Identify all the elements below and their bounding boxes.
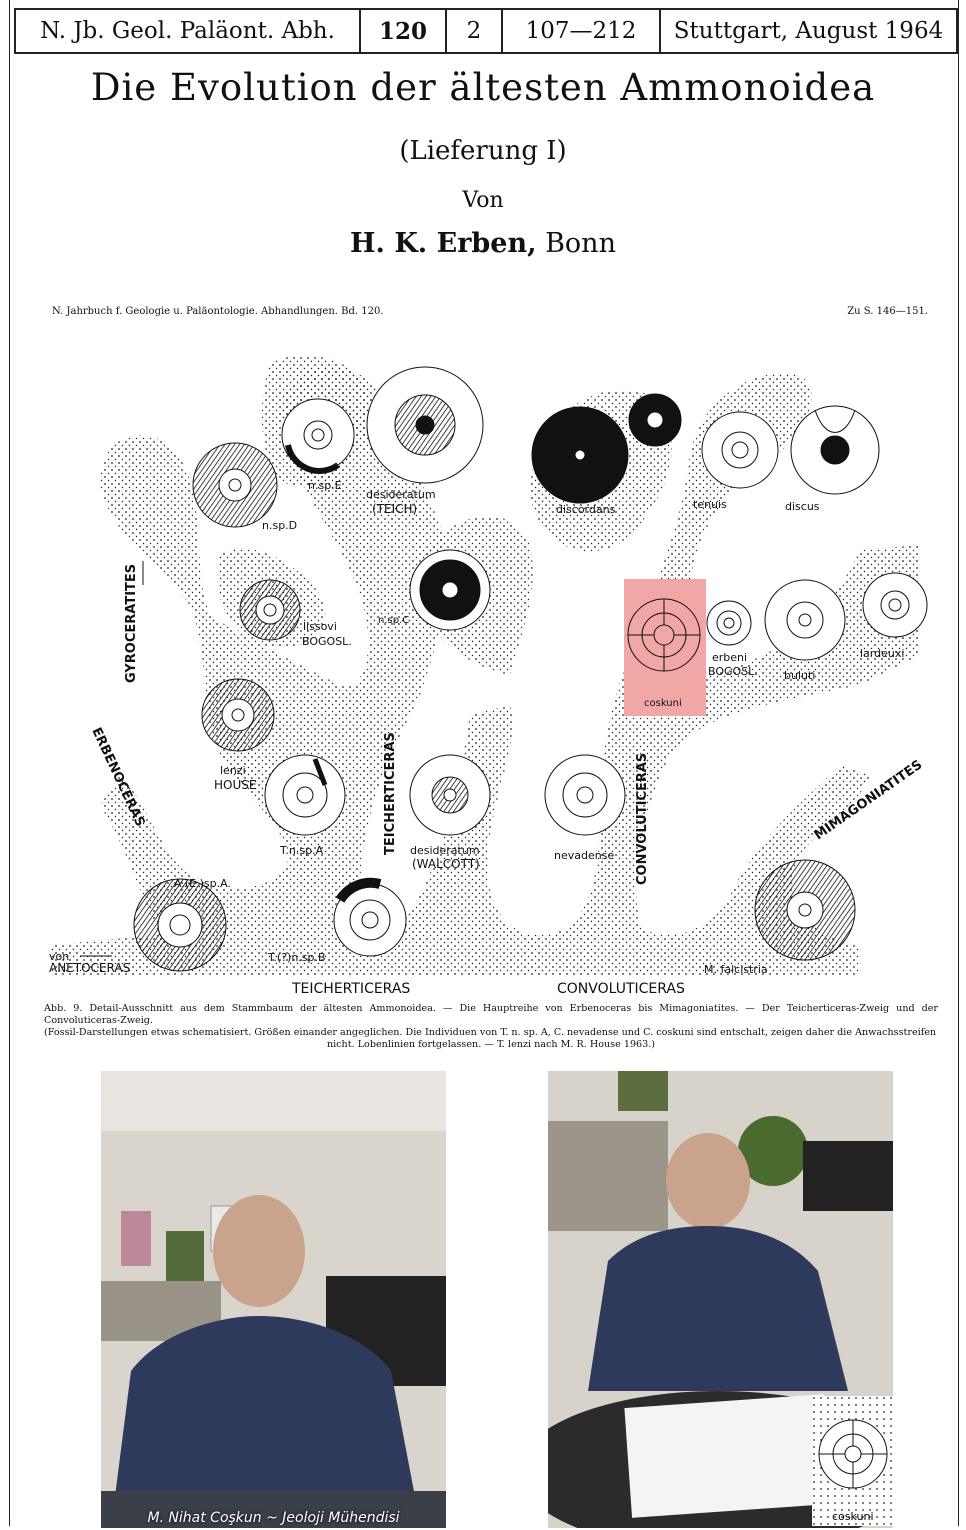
label-lissovi-author: BOGOSL. [302,635,352,648]
sofa [803,1141,893,1211]
label-buluti: buluti [784,669,815,682]
shell-desideratum-teich [367,367,483,483]
shell-tenuis [702,412,778,488]
shell-discordans [532,407,628,503]
label-aesp: A.(E.)sp.A. [174,877,231,890]
caption-line-2: (Fossil-Darstellungen etwas schematisier… [44,1027,938,1039]
shell-erbeni [707,601,751,645]
volume-number: 120 [361,10,447,52]
shell-mfalcistria [755,860,855,960]
label-discordans: discordans [556,503,616,516]
shell-lenzi [202,679,274,751]
paper-title: Die Evolution der ältesten Ammonoidea [0,66,966,109]
label-tnspB: T.(?)n.sp.B [267,951,326,964]
label-nspD: n.sp.D [262,519,297,532]
shell-small-black [629,394,681,446]
inset-shell [819,1420,887,1488]
shell-nspE [282,399,354,471]
label-lardeuxi: lardeuxi [860,647,904,660]
author-name: H. K. Erben, [350,228,536,259]
shell-aesp [134,879,226,971]
label-discus: discus [785,500,820,513]
label-teich: (TEICH) [372,502,417,516]
shell-desideratum-walcott [410,755,490,835]
label-nevadense: nevadense [554,849,614,862]
journal-abbrev: N. Jb. Geol. Paläont. Abh. [16,10,361,52]
window [166,1231,204,1281]
label-walcott: (WALCOTT) [412,857,480,871]
citation-header: N. Jb. Geol. Paläont. Abh. 120 2 107—212… [14,8,958,54]
shell-nspC [410,550,490,630]
page-reference: Zu S. 146—151. [847,306,928,317]
shell-buluti [765,580,845,660]
shell-tnspB [334,883,406,956]
label-teicherticeras-bottom: TEICHERTICERAS [291,981,410,995]
label-lissovi: lissovi [303,620,337,633]
place-date: Stuttgart, August 1964 [661,10,956,52]
label-teicherticeras-vertical: TEICHERTICERAS [383,732,398,855]
label-anetoceras: ANETOCERAS [49,961,130,975]
shell-tnspA [265,755,345,835]
figure-caption: Abb. 9. Detail-Ausschnitt aus dem Stammb… [44,1003,938,1051]
poster [121,1211,151,1266]
byline: Von [0,188,966,213]
shell-discus [791,406,879,494]
inset-label: coskuni [832,1510,874,1523]
coskuni-highlight [624,579,706,716]
label-convoluticeras-vertical: CONVOLUTICERAS [635,753,650,885]
coskuni-inset: coskuni [812,1396,894,1526]
author-city: Bonn [537,228,616,259]
author-line: H. K. Erben, Bonn [0,228,966,259]
label-coskuni: coskuni [644,698,682,709]
portrait-illustration [101,1071,446,1528]
label-lenzi: lenzi [220,764,246,777]
face [213,1195,305,1307]
paper [624,1394,831,1518]
paper-subtitle: (Lieferung I) [0,136,966,166]
issue-number: 2 [447,10,503,52]
window [618,1071,668,1111]
portrait-photo: M. Nihat Coşkun ~ Jeoloji Mühendisi [101,1071,446,1528]
label-convoluticeras-bottom: CONVOLUTICERAS [557,981,685,995]
label-lenzi-author: HOUSE [214,778,256,792]
label-nspE: n.sp.E [308,479,342,492]
shell-nevadense [545,755,625,835]
face [666,1133,750,1229]
phylogeny-figure: n.sp.D n.sp.E desideratum (TEICH) discor… [40,335,930,999]
label-mfalcistria: M. falcistria [704,963,768,976]
label-erbeni-author: BOGOSL. [708,665,758,678]
label-tenuis: tenuis [693,498,727,511]
label-erbeni: erbeni [712,651,747,664]
page-range: 107—212 [503,10,661,52]
caption-line-1: Abb. 9. Detail-Ausschnitt aus dem Stammb… [44,1003,938,1027]
label-nspC: n.sp.C [378,615,409,626]
shell-nspD [193,443,277,527]
shell-lardeuxi [863,573,927,637]
label-tnspA: T.n.sp.A [279,844,324,857]
label-desideratum-walcott: desideratum [410,844,480,857]
phylogeny-svg: n.sp.D n.sp.E desideratum (TEICH) discor… [40,335,930,995]
chairs [548,1121,668,1231]
label-desideratum-teich: desideratum [366,488,436,501]
shell-lissovi [240,580,300,640]
portrait-caption: M. Nihat Coşkun ~ Jeoloji Mühendisi [101,1510,446,1528]
caption-line-3: nicht. Lobenlinien fortgelassen. — T. le… [44,1039,938,1051]
label-gyroceratites: GYROCERATITES [124,564,139,683]
inset-illustration: coskuni [812,1396,894,1526]
journal-line: N. Jahrbuch f. Geologie u. Paläontologie… [52,306,384,317]
